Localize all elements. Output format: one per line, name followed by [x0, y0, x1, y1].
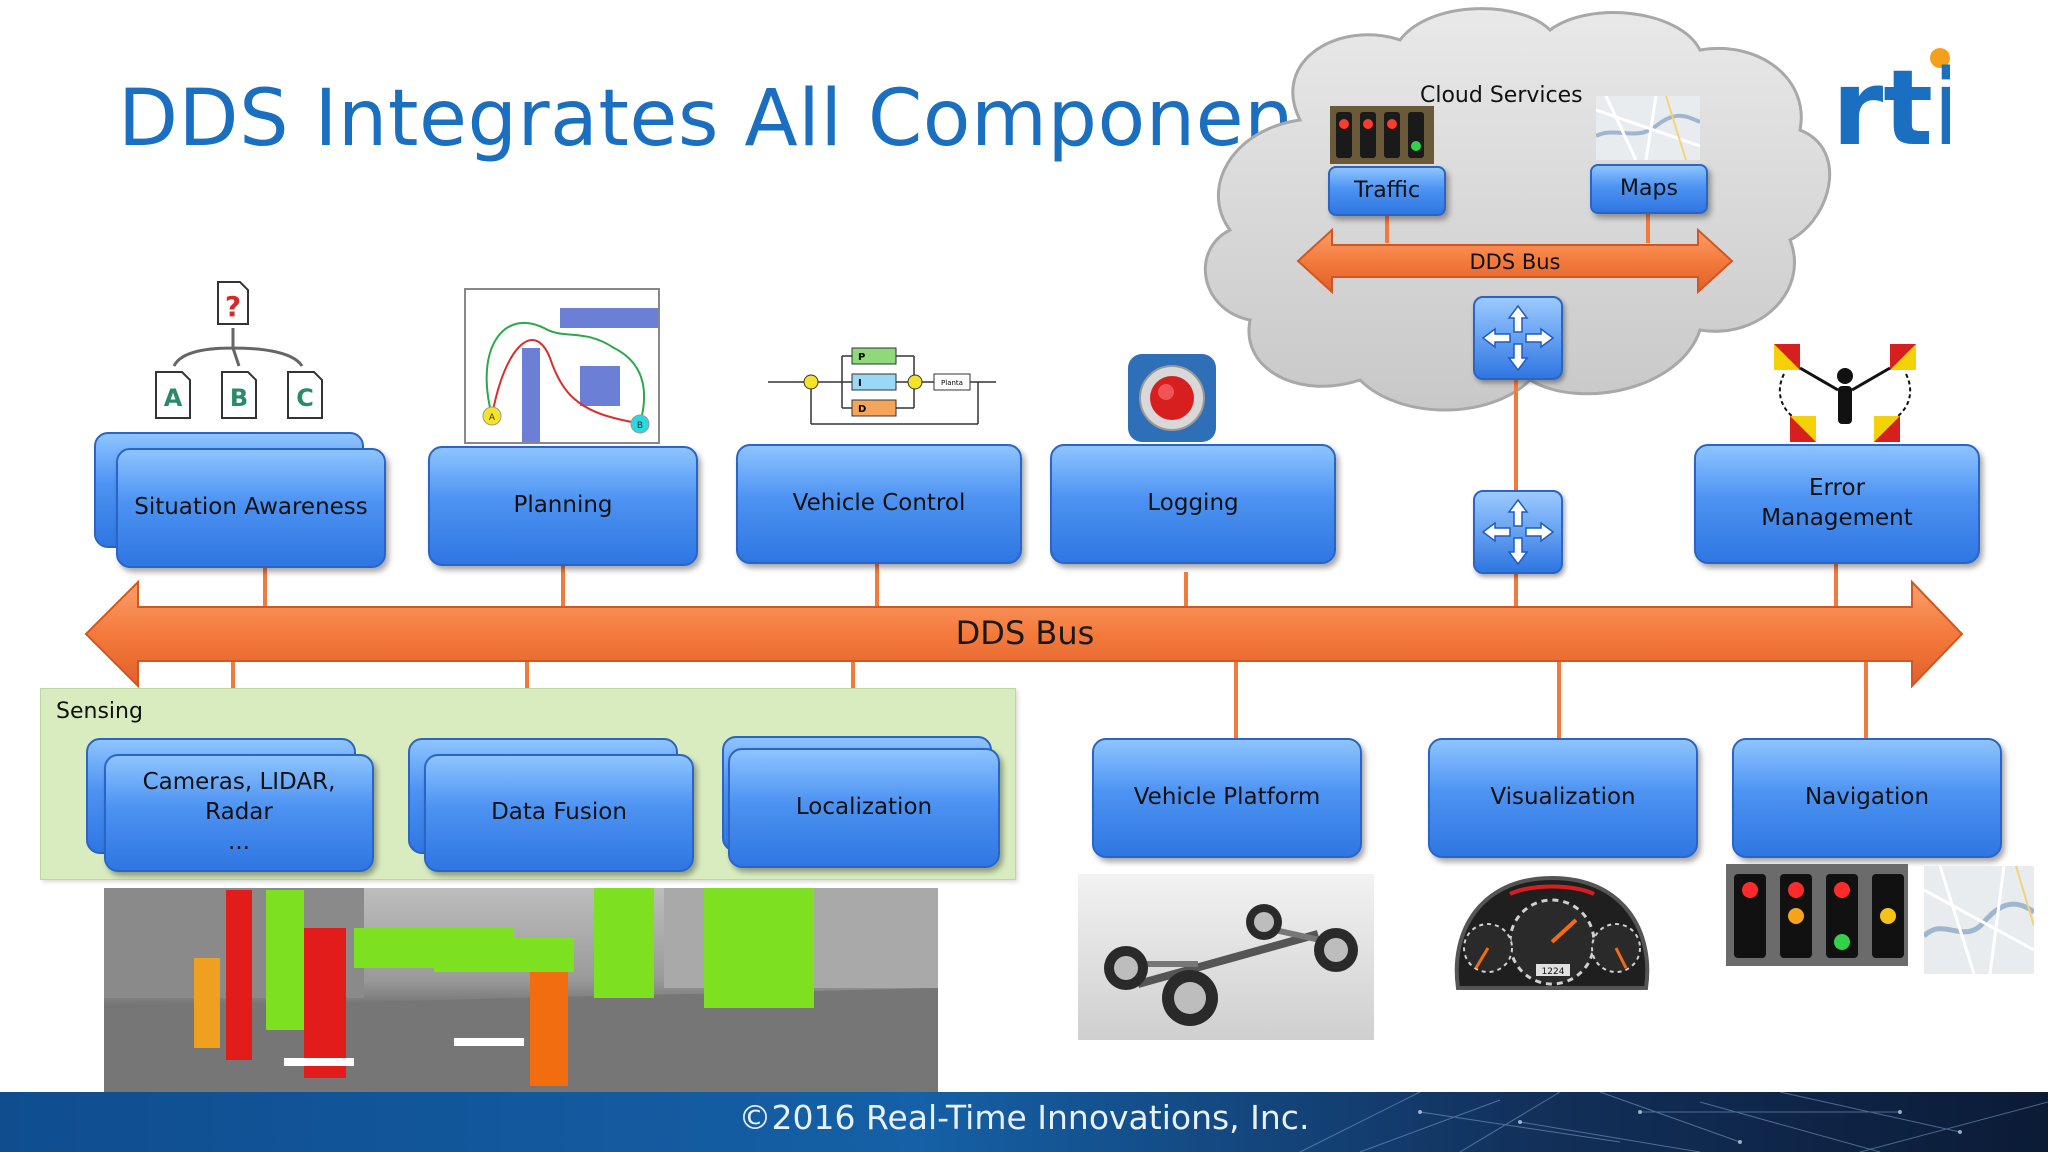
planning-box[interactable]: Planning [428, 446, 698, 566]
doc-b: B [230, 384, 248, 412]
vehicle-control-label: Vehicle Control [792, 490, 966, 517]
map-thumbnail [1596, 96, 1700, 160]
error-management-line1: Error [1808, 475, 1866, 502]
odometer: 1224 [1542, 967, 1565, 977]
cloud-bus-label: DDS Bus [1469, 250, 1561, 274]
copyright-text: ©2016 Real-Time Innovations, Inc. [738, 1098, 1310, 1137]
pid-plant: Planta [941, 379, 963, 387]
navigation-box[interactable]: Navigation [1732, 738, 2002, 858]
sensing-label: Sensing [56, 699, 143, 724]
cloud-services-label: Cloud Services [1420, 83, 1583, 108]
situation-awareness-box[interactable]: Situation Awareness [116, 448, 386, 568]
error-management-line2: Management [1761, 505, 1913, 531]
error-management-box[interactable]: Error Management [1694, 444, 1980, 564]
localization-box[interactable]: Localization [728, 748, 1000, 868]
data-fusion-label: Data Fusion [491, 799, 627, 826]
slide-title: DDS Integrates All Components [118, 74, 1367, 164]
vehicle-chassis-image [1078, 874, 1374, 1040]
semaphore-flags-icon [1774, 344, 1916, 442]
router-arrows-icon [1481, 304, 1555, 372]
question-mark: ? [225, 290, 241, 323]
navigation-label: Navigation [1804, 784, 1930, 811]
cameras-line1: Cameras, LIDAR, [142, 769, 336, 796]
logging-box[interactable]: Logging [1050, 444, 1336, 564]
planning-label: Planning [513, 492, 613, 519]
vehicle-platform-box[interactable]: Vehicle Platform [1092, 738, 1362, 858]
pid-p: P [858, 352, 865, 363]
situation-awareness-label: Situation Awareness [134, 494, 368, 521]
cameras-line3: ... [228, 828, 250, 855]
cloud-router-icon[interactable] [1473, 296, 1563, 380]
logo-dot [1930, 48, 1950, 68]
logging-label: Logging [1147, 490, 1239, 517]
record-icon [1128, 354, 1216, 442]
doc-a: A [164, 384, 183, 412]
maps-box[interactable]: Maps [1590, 164, 1708, 214]
main-router-icon[interactable] [1473, 490, 1563, 574]
traffic-label: Traffic [1353, 177, 1421, 203]
lidar-street-image [104, 888, 938, 1092]
navigation-traffic-lights [1726, 864, 1908, 966]
visualization-label: Visualization [1490, 784, 1636, 811]
dashboard-gauge-icon: 1224 [1454, 875, 1650, 990]
route-planning-icon: A B [464, 288, 660, 444]
router-arrows-icon [1481, 498, 1555, 566]
main-dds-bus [84, 579, 1964, 689]
visualization-box[interactable]: Visualization [1428, 738, 1698, 858]
vehicle-platform-label: Vehicle Platform [1133, 784, 1321, 811]
maps-label: Maps [1620, 175, 1678, 201]
decision-documents-icon: ? A B C [155, 281, 323, 419]
route-end: B [637, 421, 643, 431]
logo-text: rti [1832, 47, 1950, 154]
navigation-map [1924, 866, 2034, 974]
cloud-dds-bus [1296, 227, 1734, 295]
traffic-lights-thumbnail [1330, 106, 1434, 164]
route-start: A [489, 413, 496, 423]
cameras-line2: Radar [205, 799, 273, 826]
pid-i: I [858, 378, 862, 389]
pid-controller-icon: P I D Planta [768, 347, 996, 425]
rti-logo: rti [1832, 47, 1950, 154]
network-pattern [1299, 1092, 2048, 1152]
pid-d: D [858, 404, 866, 415]
footer-bar [0, 1092, 2048, 1152]
doc-c: C [296, 384, 314, 412]
vehicle-control-box[interactable]: Vehicle Control [736, 444, 1022, 564]
main-bus-label: DDS Bus [955, 614, 1095, 652]
traffic-box[interactable]: Traffic [1328, 166, 1446, 216]
localization-label: Localization [795, 794, 933, 821]
cameras-lidar-radar-box[interactable]: Cameras, LIDAR, Radar ... [104, 754, 374, 872]
data-fusion-box[interactable]: Data Fusion [424, 754, 694, 872]
